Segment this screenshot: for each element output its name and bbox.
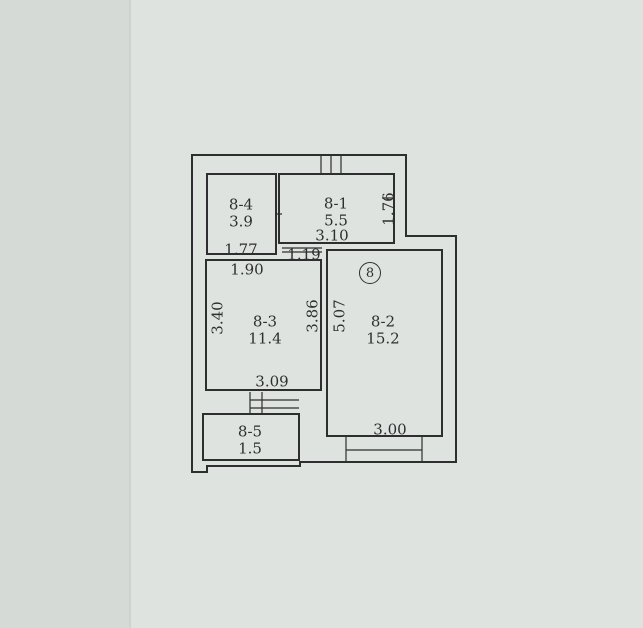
room-8-2-outline [326,249,443,437]
dim-8-3-bottom: 3.09 [255,372,289,391]
dim-8-1-width: 3.10 [315,226,349,245]
room-8-3-outline [205,259,322,391]
room-8-1-outline [278,173,395,244]
dim-8-2-height: 5.07 [330,299,349,333]
room-8-4-area: 3.9 [229,212,253,231]
room-8-5-area: 1.5 [238,439,262,458]
room-8-1-area: 5.5 [324,211,348,230]
dim-8-2-width: 3.00 [373,420,407,439]
passage-marks [249,247,322,414]
paper-fold-left [0,0,130,628]
window-top [320,155,342,174]
room-8-2-id: 8-2 [370,312,396,331]
dim-passage-width: 1.19 [287,245,321,264]
room-8-3-area: 11.4 [248,329,282,348]
room-8-2-area: 15.2 [366,329,400,348]
dim-8-4-width: 1.77 [224,240,258,259]
door-marks [276,197,394,215]
dim-8-3-top: 1.90 [230,260,264,279]
dim-8-1-height: 1.76 [379,192,398,226]
room-8-4-id: 8-4 [228,195,254,214]
outer-wall [191,154,457,473]
apartment-number-badge: 8 [359,262,381,284]
room-8-3-id: 8-3 [252,312,278,331]
dim-8-3-height: 3.40 [208,301,227,335]
dim-8-3-right: 3.86 [303,299,322,333]
window-bottom [345,436,423,462]
room-8-5-id: 8-5 [237,422,263,441]
room-8-5-outline [202,413,300,461]
room-8-1-id: 8-1 [323,194,349,213]
